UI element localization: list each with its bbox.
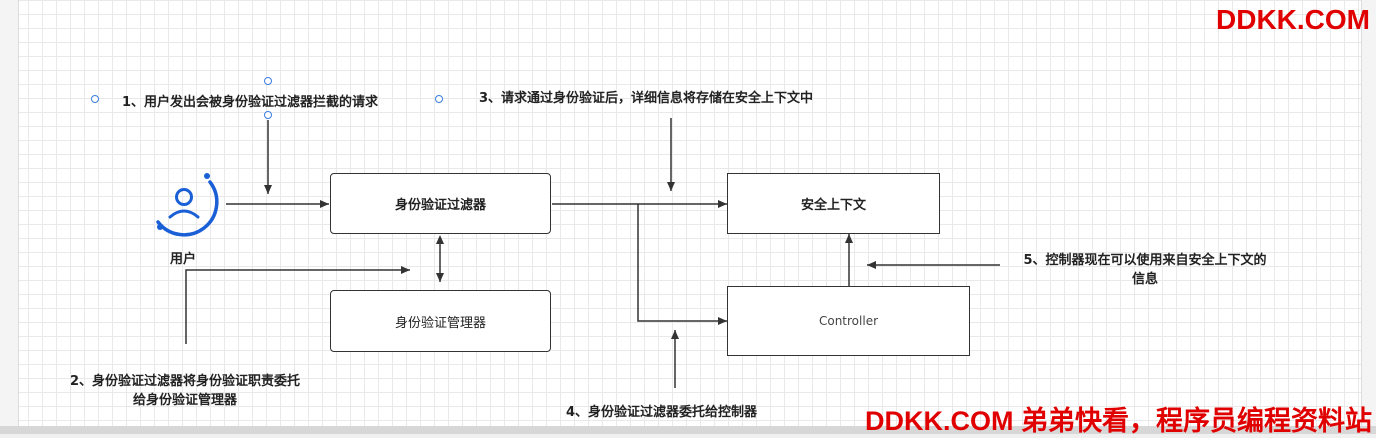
- step1-label[interactable]: 1、用户发出会被身份验证过滤器拦截的请求: [122, 95, 379, 110]
- left-panel-edge: [0, 0, 19, 434]
- step2-line2: 给身份验证管理器: [132, 393, 237, 408]
- bottom-scrollbar-track: [0, 426, 1376, 434]
- selection-handle-right[interactable]: [435, 95, 443, 103]
- step2-line1: 2、身份验证过滤器将身份验证职责委托: [69, 374, 301, 389]
- step2-label: 2、身份验证过滤器将身份验证职责委托 给身份验证管理器: [50, 370, 320, 408]
- arrow-filter-to-controller: [637, 204, 727, 325]
- user-icon: [156, 173, 219, 237]
- watermark-bottom: DDKK.COM 弟弟快看，程序员编程资料站: [865, 406, 1372, 436]
- selection-handle-left[interactable]: [91, 95, 99, 103]
- step5-label: 5、控制器现在可以使用来自安全上下文的 信息: [1000, 249, 1290, 287]
- arrow-step2: [185, 266, 410, 344]
- watermark-top: DDKK.COM: [1216, 4, 1370, 35]
- controller-node[interactable]: Controller: [727, 286, 970, 356]
- step3-label: 3、请求通过身份验证后，详细信息将存储在安全上下文中: [479, 91, 814, 106]
- auth-manager-node[interactable]: 身份验证管理器: [330, 290, 551, 352]
- selection-handle-top[interactable]: [264, 77, 272, 85]
- step5-line2: 信息: [1131, 272, 1158, 287]
- auth-filter-node[interactable]: 身份验证过滤器: [330, 173, 551, 234]
- right-panel-edge: [1361, 0, 1376, 434]
- selection-handle-bottom[interactable]: [264, 111, 272, 119]
- step4-label: 4、身份验证过滤器委托给控制器: [566, 405, 758, 420]
- user-label: 用户: [170, 252, 197, 267]
- security-context-node[interactable]: 安全上下文: [727, 173, 940, 234]
- step5-line1: 5、控制器现在可以使用来自安全上下文的: [1023, 253, 1267, 268]
